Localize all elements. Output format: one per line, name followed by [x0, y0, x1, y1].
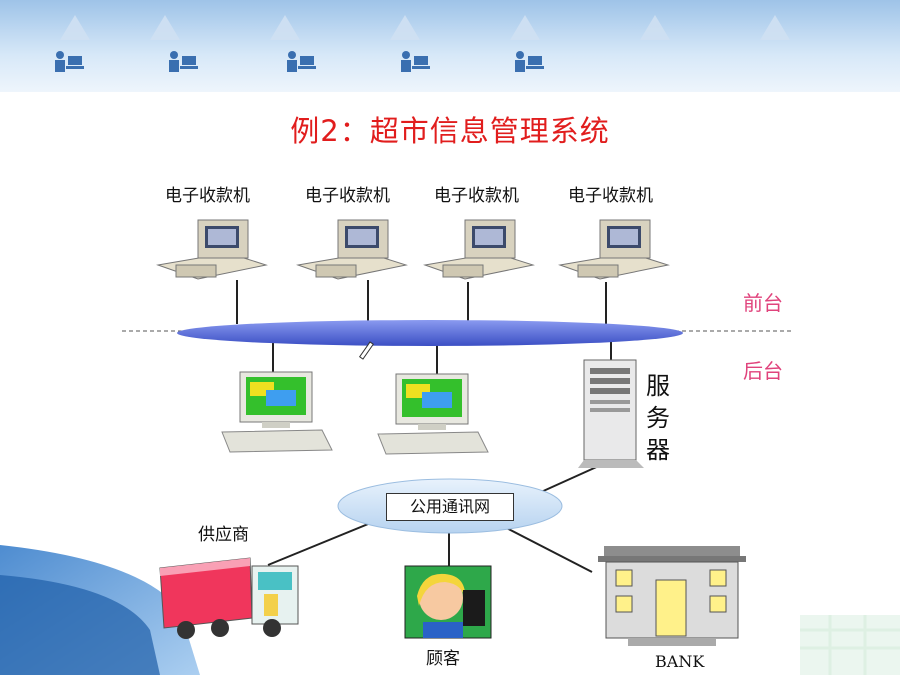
bank-label: BANK — [655, 652, 705, 671]
public-network-label: 公用通讯网 — [386, 493, 514, 521]
pos-terminal-label: 电子收款机 — [165, 186, 250, 206]
pos-terminal-2 — [296, 219, 408, 280]
workstation-1 — [221, 371, 333, 453]
header-band — [0, 0, 900, 92]
workstation-2 — [377, 373, 489, 455]
customer-label: 顾客 — [426, 649, 460, 669]
pos-terminal-label: 电子收款机 — [305, 186, 390, 206]
supplier-label: 供应商 — [198, 525, 249, 545]
user-icon — [55, 51, 84, 72]
pos-terminal-label: 电子收款机 — [434, 186, 519, 206]
user-icon — [515, 51, 544, 72]
back-zone-label: 后台 — [743, 359, 783, 383]
user-icon — [401, 51, 430, 72]
customer-portrait-icon — [404, 565, 492, 639]
pos-terminal-3 — [423, 219, 535, 280]
truck-icon — [159, 557, 299, 639]
pos-terminal-1 — [156, 219, 268, 280]
front-zone-label: 前台 — [743, 291, 783, 315]
pen-icon — [358, 341, 374, 360]
pos-terminal-label: 电子收款机 — [568, 186, 653, 206]
bank-building-icon — [598, 546, 746, 646]
user-icon — [287, 51, 316, 72]
server-label: 服务器 — [646, 372, 670, 464]
header-pattern — [60, 15, 790, 40]
pos-terminal-4 — [558, 219, 670, 280]
user-icon — [169, 51, 198, 72]
decor-grid-right — [800, 615, 900, 675]
header-user-icons — [55, 51, 544, 72]
page-title: 例2：超市信息管理系统 — [290, 114, 610, 148]
server-tower — [578, 359, 644, 468]
lan-bus — [177, 320, 683, 346]
